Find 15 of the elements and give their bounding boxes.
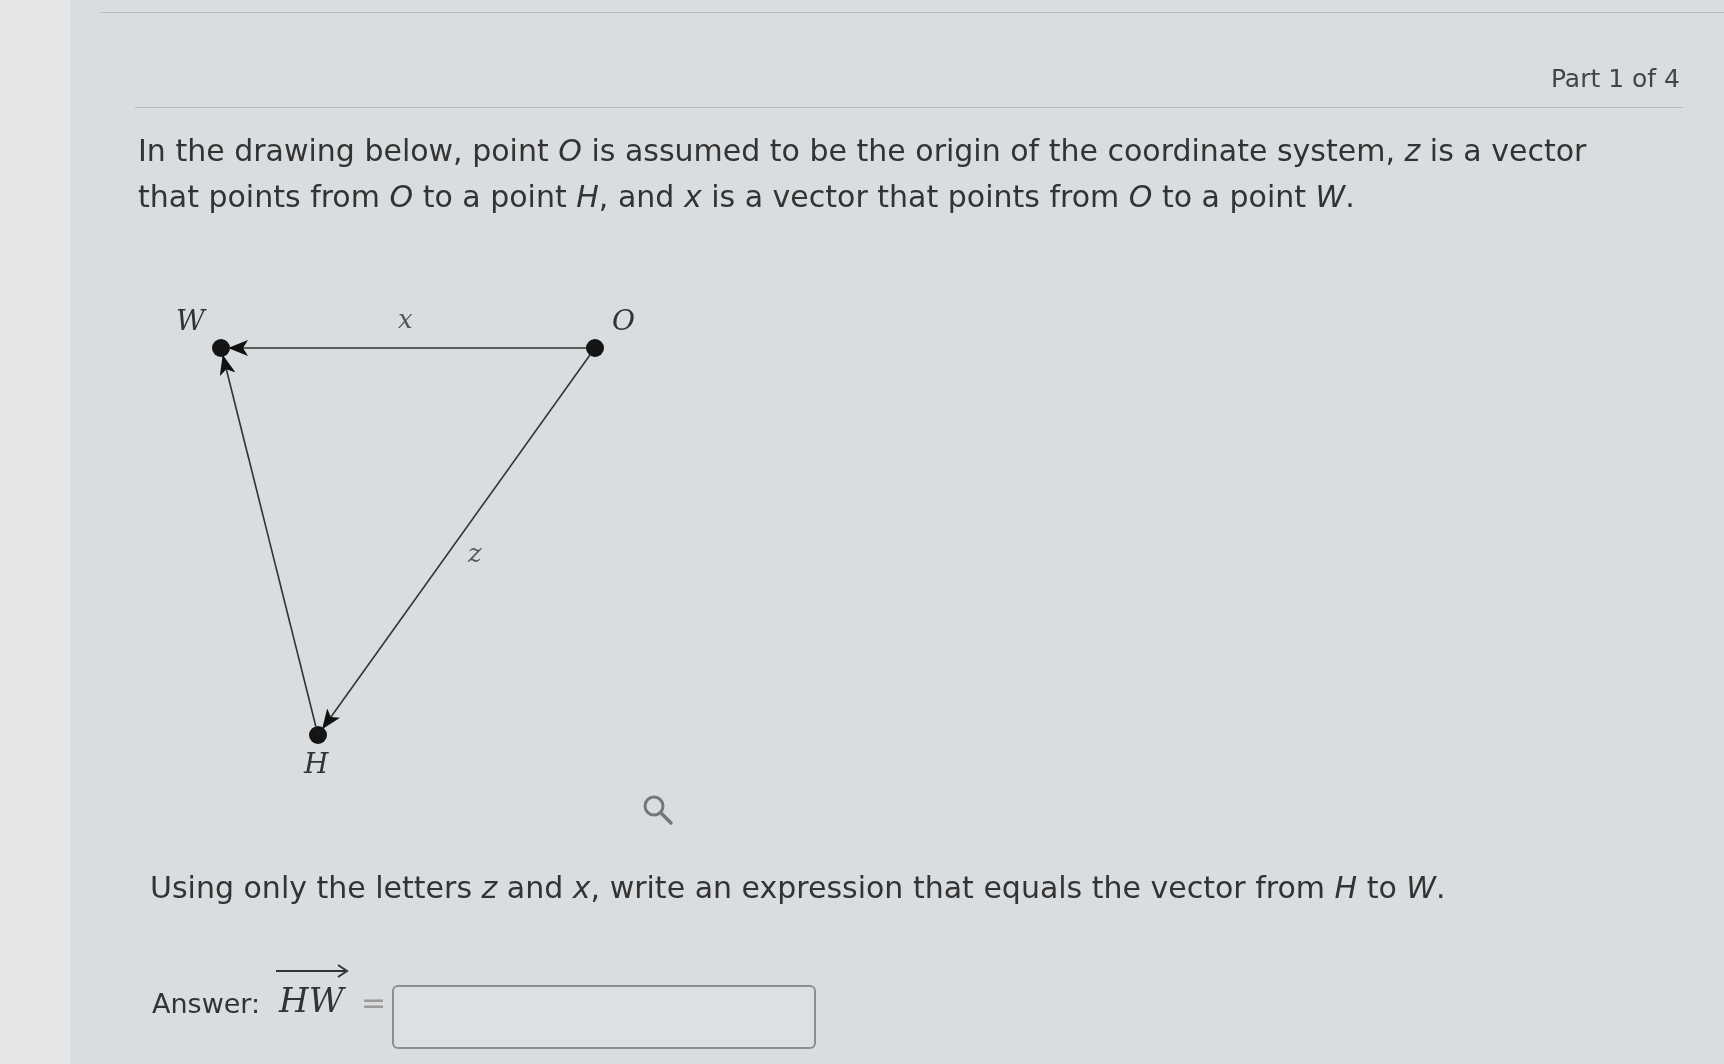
problem-statement: In the drawing below, point O is assumed to be the origin of the coordinate system, z is a vector that points from O to a point H, and x is a vector that points from O to a point W.	[138, 132, 1588, 216]
equals-sign: =	[361, 985, 387, 1020]
answer-label: Answer:	[152, 988, 261, 1019]
vector-arrow	[322, 354, 591, 730]
part-indicator: Part 1 of 4	[1550, 64, 1680, 93]
question-text: Using only the letters z and x, write an expression that equals the vector from H to W.	[150, 870, 1447, 905]
point-dot	[586, 339, 604, 357]
point-label: O	[612, 304, 635, 337]
point-label: W	[176, 304, 205, 337]
vector-arrow	[219, 354, 317, 728]
vector-name: HW	[279, 980, 344, 1020]
vector-arrow	[228, 340, 587, 356]
point-dot	[212, 339, 230, 357]
point-dot	[309, 726, 327, 744]
point-label: H	[304, 747, 329, 780]
